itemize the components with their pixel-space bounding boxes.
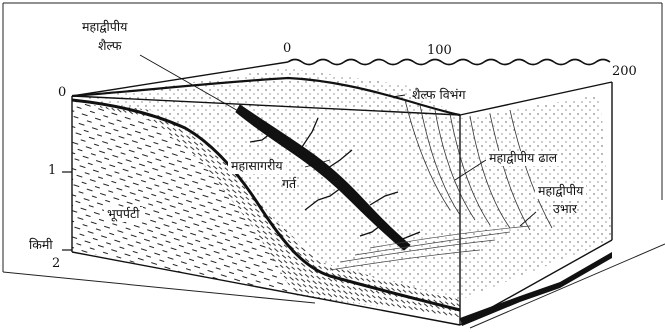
scale-top-200: 200 [612, 65, 637, 78]
scale-top-0: 0 [283, 42, 291, 55]
continental-slope-label: महाद्वीपीय ढाल [486, 151, 560, 166]
scale-top-100: 100 [427, 44, 452, 57]
oceanic-trench-label-line1: महासागरीय [228, 159, 286, 174]
continental-rise-label-line2: उभार [553, 203, 577, 216]
depth-1-label: 1 [48, 164, 56, 177]
depth-scale [62, 172, 72, 250]
oceanic-trench-label-line2: गर्त [282, 178, 296, 191]
depth-0-label: 0 [58, 86, 66, 99]
crust-label: भूपर्पटी [104, 207, 143, 222]
sea-surface-wave [288, 60, 610, 65]
depth-2-label: 2 [52, 257, 60, 270]
shelf-break-label: शैल्फ विभंग [412, 89, 466, 102]
km-label: किमी [29, 239, 53, 252]
continental-rise-label-line1: महाद्वीपीय [535, 184, 586, 199]
continental-shelf-label-line1: महाद्वीपीय [82, 21, 127, 34]
continental-shelf-label-line2: शैल्फ [98, 40, 122, 53]
